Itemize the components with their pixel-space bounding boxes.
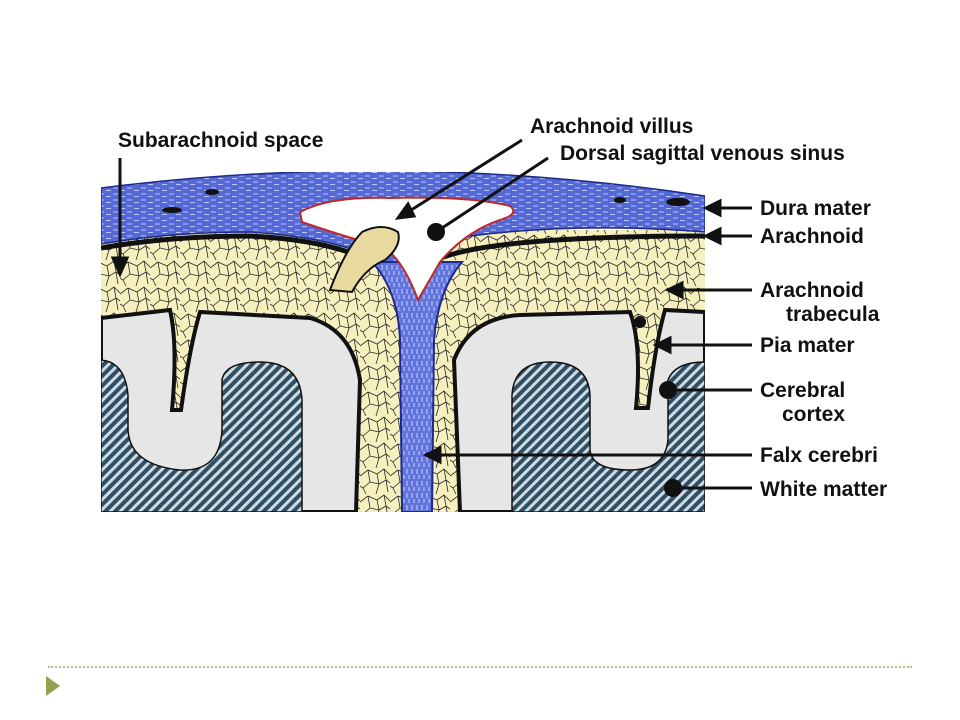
label-arachnoid-villus: Arachnoid villus: [530, 115, 693, 138]
label-arachnoid-trabecula-1: Arachnoid: [760, 279, 864, 302]
label-arachnoid: Arachnoid: [760, 225, 864, 248]
leader-lines: [110, 138, 752, 490]
label-subarachnoid-space: Subarachnoid space: [118, 129, 323, 152]
footer-play-icon: [46, 676, 60, 696]
white-matter-right: [511, 361, 705, 512]
label-dura-mater: Dura mater: [760, 197, 871, 220]
label-arachnoid-trabecula-2: trabecula: [786, 303, 880, 326]
label-pia-mater: Pia mater: [760, 334, 855, 357]
diagram-scene: [101, 172, 705, 512]
arachnoid-line: [101, 233, 705, 265]
label-white-matter: White matter: [760, 478, 887, 501]
footer-divider: [48, 666, 912, 668]
arachnoid-villus: [328, 226, 400, 294]
label-falx-cerebri: Falx cerebri: [760, 444, 878, 467]
falx-cerebri: [369, 261, 465, 512]
white-matter-left: [101, 359, 303, 512]
label-cerebral-cortex-2: cortex: [782, 403, 845, 426]
label-cerebral-cortex-1: Cerebral: [760, 379, 845, 402]
label-dorsal-sagittal-sinus: Dorsal sagittal venous sinus: [560, 142, 845, 165]
